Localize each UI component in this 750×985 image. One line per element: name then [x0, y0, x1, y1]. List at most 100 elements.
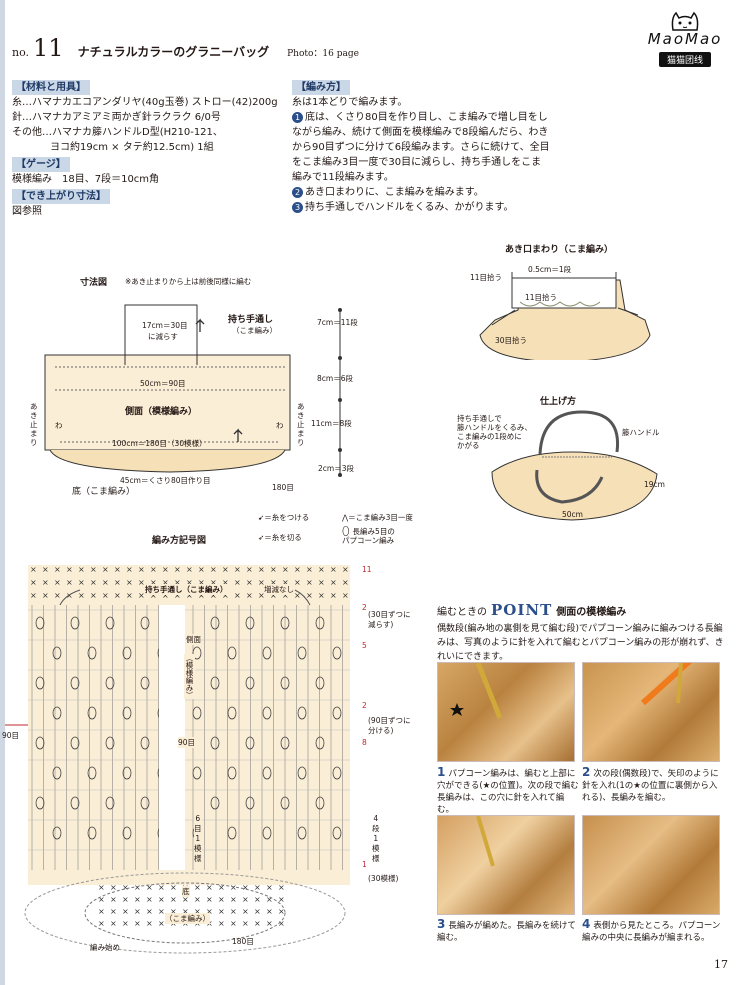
- svg-text:×: ×: [266, 883, 273, 892]
- svg-text:×: ×: [42, 565, 49, 574]
- svg-text:×: ×: [206, 895, 213, 904]
- svg-text:×: ×: [266, 919, 273, 928]
- step-text: あき口まわりに、こま編みを編みます。: [305, 187, 484, 198]
- svg-text:×: ×: [174, 565, 181, 574]
- materials-heading: 【材料と用具】: [12, 80, 90, 95]
- svg-text:×: ×: [218, 895, 225, 904]
- body-bottom-width: 100cm＝180目（30模様）: [112, 439, 207, 448]
- svg-text:×: ×: [278, 919, 285, 928]
- legend-text: ＝糸をつける: [264, 513, 310, 522]
- photo-step-3: [437, 815, 575, 915]
- material-line: ヨコ約19cm × タテ約12.5cm) 1組: [50, 142, 214, 153]
- svg-text:×: ×: [330, 565, 337, 574]
- svg-text:×: ×: [150, 578, 157, 587]
- svg-text:×: ×: [278, 895, 285, 904]
- svg-text:×: ×: [294, 565, 301, 574]
- svg-text:×: ×: [162, 591, 169, 600]
- chart-start: 編み始め: [90, 943, 120, 952]
- material-line: その他…ハマナカ籐ハンドルD型(H210-121、: [12, 127, 223, 138]
- svg-text:×: ×: [330, 591, 337, 600]
- svg-text:×: ×: [54, 591, 61, 600]
- svg-text:×: ×: [294, 591, 301, 600]
- side-width: 50cm＝90目: [140, 379, 186, 388]
- chart-handle-label: 持ち手通し（こま編み）: [145, 584, 228, 595]
- caption-number: 3: [437, 917, 446, 931]
- svg-text:×: ×: [254, 895, 261, 904]
- svg-text:×: ×: [114, 578, 121, 587]
- svg-text:×: ×: [138, 578, 145, 587]
- legend-text: ＝こま編み3目一度: [348, 513, 413, 522]
- svg-text:×: ×: [102, 591, 109, 600]
- attach-symbol-icon: ➹: [258, 513, 265, 522]
- page-edge: [0, 0, 5, 985]
- caption-text: パプコーン編みは、編むと上部に穴ができる(★の位置)。次の段で編む長編みは、この…: [437, 769, 579, 815]
- svg-text:×: ×: [342, 591, 349, 600]
- pattern-no-prefix: no.: [12, 46, 30, 59]
- svg-text:×: ×: [90, 591, 97, 600]
- svg-text:×: ×: [246, 578, 253, 587]
- svg-text:×: ×: [234, 591, 241, 600]
- chart-label: 様: [372, 854, 380, 863]
- chart-title: 編み方記号図: [152, 536, 207, 546]
- svg-text:×: ×: [146, 895, 153, 904]
- legend-sc3tog: ⋀＝こま編み3目一度: [342, 512, 413, 523]
- svg-text:×: ×: [278, 907, 285, 916]
- finishing-drawing: [491, 410, 658, 521]
- finish-note-line: こま編みの1段めに: [457, 432, 522, 441]
- chart-base-sub: （こま編み）: [165, 913, 210, 924]
- svg-text:×: ×: [114, 591, 121, 600]
- svg-text:×: ×: [198, 565, 205, 574]
- caption-text: 次の段(偶数段)で、矢印のように針を入れ(1の★の位置に裏側から入れる)、長編み…: [582, 769, 719, 803]
- svg-text:×: ×: [158, 883, 165, 892]
- chart-label: 分ける): [368, 726, 394, 735]
- svg-text:×: ×: [306, 591, 313, 600]
- opening-diagram: あき口まわり（こま編み） 0.5cm＝1段 11目拾う 11目拾う 30目拾う: [460, 240, 680, 360]
- svg-text:×: ×: [110, 907, 117, 916]
- chart-thirty: (30模様): [368, 874, 399, 883]
- svg-text:×: ×: [278, 883, 285, 892]
- material-line: 糸…ハマナカエコアンダリヤ(40g玉巻) ストロー(42)200g: [12, 97, 278, 108]
- svg-text:×: ×: [206, 907, 213, 916]
- svg-text:×: ×: [186, 578, 193, 587]
- crochet-hook-icon: [476, 816, 495, 867]
- svg-text:×: ×: [30, 578, 37, 587]
- point-lead: 編むときの: [437, 607, 487, 618]
- opening-30: 30目拾う: [495, 336, 528, 345]
- svg-text:×: ×: [230, 919, 237, 928]
- caption-number: 4: [582, 917, 591, 931]
- legend-cut: ➶＝糸を切る: [258, 532, 302, 543]
- svg-text:×: ×: [90, 578, 97, 587]
- svg-text:×: ×: [230, 907, 237, 916]
- base-180: 180目: [272, 483, 294, 492]
- finish-height: 19cm: [644, 480, 665, 489]
- legend-attach: ➹＝糸をつける: [258, 512, 309, 523]
- svg-text:×: ×: [66, 578, 73, 587]
- row-mark: 2: [362, 701, 367, 710]
- svg-text:×: ×: [330, 578, 337, 587]
- svg-text:×: ×: [294, 578, 301, 587]
- svg-text:×: ×: [194, 895, 201, 904]
- svg-text:×: ×: [30, 591, 37, 600]
- svg-text:×: ×: [30, 565, 37, 574]
- body-label: 側面（模様編み）: [125, 407, 198, 417]
- finish-rattan: 籐ハンドル: [622, 428, 660, 437]
- svg-text:×: ×: [98, 883, 105, 892]
- svg-text:×: ×: [110, 919, 117, 928]
- svg-text:×: ×: [222, 565, 229, 574]
- dimension-diagram: 寸法図 ※あき止まりから上は前後同様に編む 持ち手通し （こま編み） 17cm＝…: [0, 270, 400, 500]
- chart-reduce-note: (30目ずつに 減らす): [368, 610, 410, 630]
- chart-label: 模: [194, 844, 202, 853]
- chart-side: 側面: [186, 634, 201, 645]
- chart-label: 1: [195, 834, 201, 843]
- popcorn-symbol-icon: ⬯: [342, 524, 350, 538]
- photo-ref: Photo：16 page: [287, 49, 359, 59]
- svg-text:×: ×: [218, 919, 225, 928]
- svg-text:×: ×: [242, 919, 249, 928]
- svg-text:×: ×: [54, 578, 61, 587]
- svg-text:×: ×: [318, 591, 325, 600]
- finish-title: 仕上げ方: [540, 397, 577, 407]
- svg-text:×: ×: [218, 907, 225, 916]
